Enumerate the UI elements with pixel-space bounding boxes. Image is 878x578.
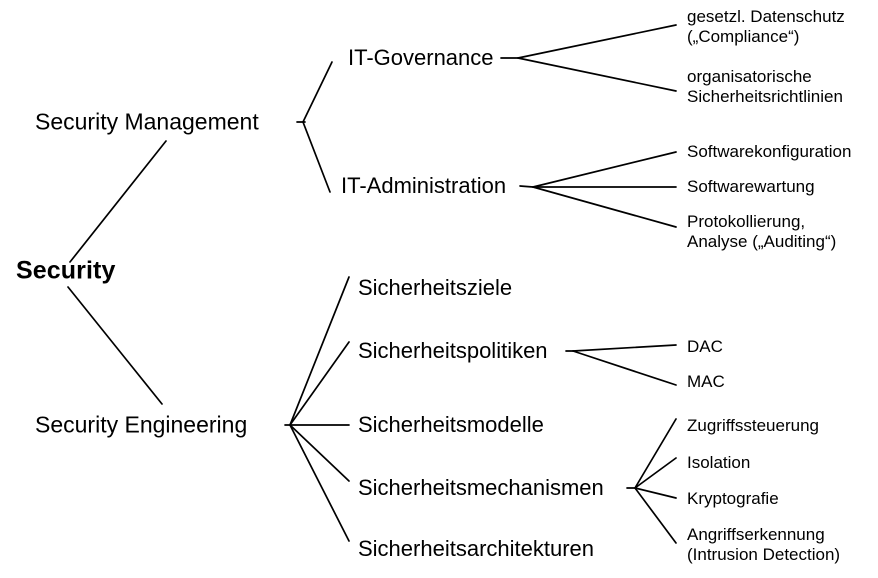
node-softwarekonfiguration[interactable]: Softwarekonfiguration [687,141,852,161]
node-isolation[interactable]: Isolation [687,452,751,472]
edge-junction-sm-to-it-governance [302,61,333,123]
edge-it-administration-to-junction-admin [519,185,534,188]
edge-junction-mech-to-kryptografie [634,487,677,499]
edge-junction-pol-to-dac [572,344,677,352]
edge-junction-sm-to-it-administration [302,121,331,193]
edge-junction-pol-to-mac [572,350,677,386]
node-organisatorische-sicherheitsrichtlinien[interactable]: organisatorische Sicherheitsrichtlinien [687,66,843,106]
edge-junction-mech-to-zugriffssteuerung [634,418,677,489]
node-softwarewartung[interactable]: Softwarewartung [687,176,815,196]
node-dac[interactable]: DAC [687,336,723,356]
node-gesetzl-datenschutz[interactable]: gesetzl. Datenschutz („Compliance“) [687,6,845,46]
node-sicherheitsmechanismen[interactable]: Sicherheitsmechanismen [358,475,604,501]
node-security-management[interactable]: Security Management [35,108,259,135]
node-security[interactable]: Security [16,256,116,285]
edge-root-to-security-management [69,140,167,263]
node-kryptografie[interactable]: Kryptografie [687,488,779,508]
edge-junction-mech-to-isolation [634,457,677,489]
edge-junction-se-to-sicherheitsmechanismen [289,424,350,482]
node-mac[interactable]: MAC [687,371,725,391]
node-sicherheitsziele[interactable]: Sicherheitsziele [358,275,513,301]
edge-junction-mech-to-angriffserkennung [634,487,677,544]
edge-junction-se-to-sicherheitspolitiken [289,341,350,426]
node-it-governance[interactable]: IT-Governance [348,45,494,71]
node-zugriffssteuerung[interactable]: Zugriffssteuerung [687,415,819,435]
edge-junction-admin-to-softwarekonfiguration [532,151,677,188]
edge-root-to-security-engineering [67,286,163,405]
edge-junction-gov-to-gesetzl-datenschutz [517,24,677,59]
node-security-engineering[interactable]: Security Engineering [35,411,248,438]
node-sicherheitsmodelle[interactable]: Sicherheitsmodelle [358,412,544,438]
node-sicherheitspolitiken[interactable]: Sicherheitspolitiken [358,338,548,364]
edge-junction-se-to-sicherheitsarchitekturen [289,424,350,542]
edge-junction-gov-to-organisatorische [517,57,677,92]
node-angriffserkennung[interactable]: Angriffserkennung (Intrusion Detection) [687,524,841,564]
edge-junction-admin-to-protokollierung [532,186,677,228]
node-it-administration[interactable]: IT-Administration [341,173,507,199]
edge-junction-se-to-sicherheitsziele [289,276,350,426]
node-sicherheitsarchitekturen[interactable]: Sicherheitsarchitekturen [358,536,595,562]
node-protokollierung-analyse[interactable]: Protokollierung, Analyse („Auditing“) [687,211,837,251]
